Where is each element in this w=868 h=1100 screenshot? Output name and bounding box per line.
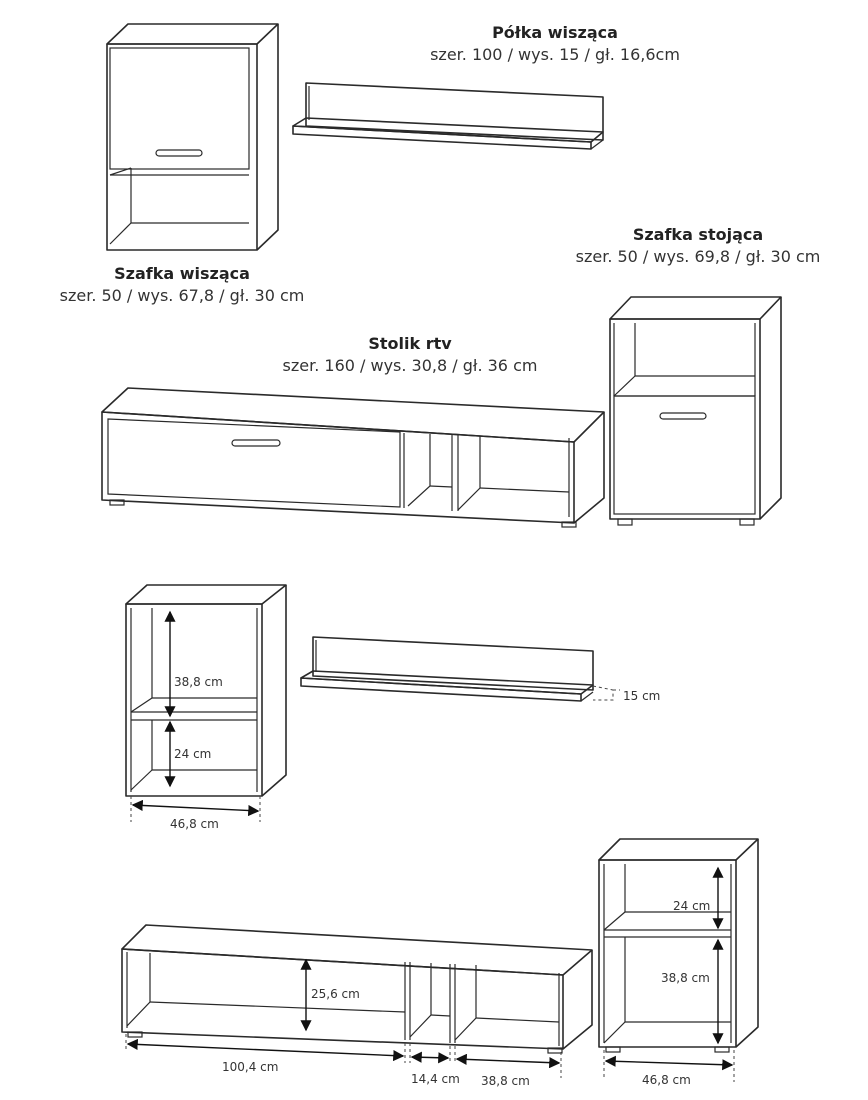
- shelf-label: Półka wisząca szer. 100 / wys. 15 / gł. …: [415, 22, 695, 66]
- dim-tv-mid: 14,4 cm: [411, 1072, 460, 1086]
- dim-tv-right: 38,8 cm: [481, 1074, 530, 1088]
- shelf-dims: szer. 100 / wys. 15 / gł. 16,6cm: [430, 45, 680, 64]
- wall-cabinet-label: Szafka wisząca szer. 50 / wys. 67,8 / gł…: [42, 263, 322, 307]
- dim-tv-left: 100,4 cm: [222, 1060, 278, 1074]
- tv-stand-dims: szer. 160 / wys. 30,8 / gł. 36 cm: [282, 356, 538, 375]
- tv-stand-label: Stolik rtv szer. 160 / wys. 30,8 / gł. 3…: [270, 333, 550, 377]
- wall-cabinet-closed: [106, 23, 279, 251]
- dim-stand-width: 46,8 cm: [642, 1073, 691, 1087]
- tv-stand-dimensioned: [121, 924, 593, 1078]
- tv-stand-title: Stolik rtv: [368, 334, 452, 353]
- dim-tv-height: 25,6 cm: [311, 987, 360, 1001]
- standing-cabinet-label: Szafka stojąca szer. 50 / wys. 69,8 / gł…: [558, 224, 838, 268]
- dim-wall-lower: 24 cm: [174, 747, 211, 761]
- dim-stand-upper: 24 cm: [673, 899, 710, 913]
- dim-shelf-height: 15 cm: [623, 689, 660, 703]
- wall-cabinet-dims: szer. 50 / wys. 67,8 / gł. 30 cm: [59, 286, 305, 305]
- wall-cabinet-dimensioned: [125, 584, 287, 822]
- tv-stand-closed: [101, 387, 605, 528]
- dim-wall-upper: 38,8 cm: [174, 675, 223, 689]
- hanging-shelf-dimensioned: [300, 636, 620, 702]
- dim-wall-width: 46,8 cm: [170, 817, 219, 831]
- hanging-shelf: [292, 82, 604, 150]
- wall-cabinet-title: Szafka wisząca: [114, 264, 250, 283]
- standing-cabinet-dims: szer. 50 / wys. 69,8 / gł. 30 cm: [575, 247, 821, 266]
- standing-cabinet-closed: [609, 296, 782, 526]
- standing-cabinet-dimensioned: [598, 838, 759, 1082]
- dim-stand-lower: 38,8 cm: [661, 971, 710, 985]
- standing-cabinet-title: Szafka stojąca: [632, 225, 764, 244]
- shelf-title: Półka wisząca: [492, 23, 618, 42]
